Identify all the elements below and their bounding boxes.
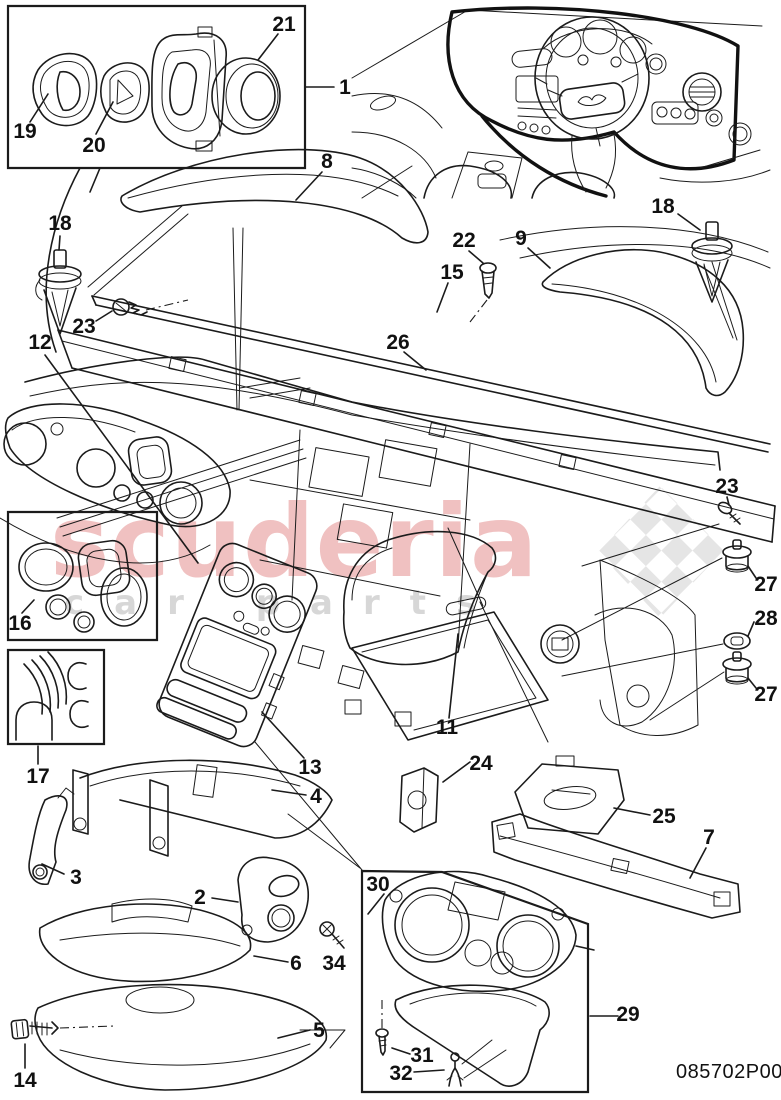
part-5-drawing — [35, 985, 345, 1090]
callout-part-12: 12 — [28, 331, 52, 354]
part-11-drawing — [344, 532, 496, 718]
callout-part-3: 3 — [70, 866, 82, 889]
callout-part-2: 2 — [194, 886, 206, 909]
watermark-brand-text: scuderia — [50, 483, 539, 600]
callout-part-5: 5 — [313, 1019, 325, 1042]
bolt-14-drawing — [11, 1019, 114, 1068]
screw-34-drawing — [320, 922, 344, 948]
callout-part-23: 23 — [72, 315, 96, 338]
part-12-dashboard-drawing — [0, 355, 720, 870]
part-13-drawing — [154, 539, 328, 758]
grommet-27-upper-drawing — [562, 540, 756, 640]
part-9-drawing — [528, 248, 743, 395]
diagram-code: 085702P0004 — [676, 1061, 781, 1083]
clip-18-right-drawing — [678, 214, 737, 340]
grommet-27-lower-drawing — [650, 652, 756, 720]
callout-part-20: 20 — [82, 134, 106, 157]
watermark-tagline-text: car parts — [64, 583, 507, 623]
callout-part-34: 34 — [322, 952, 346, 975]
screw-23-right-drawing — [582, 497, 740, 566]
callout-part-25: 25 — [652, 805, 676, 828]
callout-part-6: 6 — [290, 952, 302, 975]
callout-part-9: 9 — [515, 227, 527, 250]
callout-part-27: 27 — [754, 573, 778, 596]
part-2-drawing — [212, 857, 308, 942]
part-26-crossbeam-drawing — [58, 227, 775, 542]
part-16-box — [8, 512, 157, 640]
washer-28-drawing — [562, 622, 754, 676]
callout-part-22: 22 — [452, 229, 476, 252]
part-8-drawing — [121, 150, 428, 243]
callout-part-14: 14 — [13, 1069, 37, 1092]
callout-part-18: 18 — [48, 212, 72, 235]
watermark-flag-icon — [598, 486, 724, 618]
screw-23-left-drawing — [96, 299, 188, 321]
callout-part-15: 15 — [440, 261, 464, 284]
part-24-drawing — [400, 762, 470, 832]
screw-22-drawing — [469, 251, 496, 322]
callout-part-31: 31 — [410, 1044, 434, 1067]
callout-part-19: 19 — [13, 120, 37, 143]
part-25-drawing — [515, 756, 650, 834]
callout-part-17: 17 — [26, 765, 50, 788]
callout-part-23: 23 — [715, 475, 739, 498]
part-17-box — [8, 650, 104, 764]
callout-part-13: 13 — [298, 756, 322, 779]
part-15-strip-drawing — [92, 283, 770, 452]
callout-part-18: 18 — [651, 195, 675, 218]
clip-18-left-drawing — [36, 206, 188, 334]
part-19-20-21-box — [8, 6, 334, 352]
callout-part-1: 1 — [339, 76, 351, 99]
part-29-box — [362, 871, 618, 1092]
callout-part-27: 27 — [754, 683, 778, 706]
callout-part-30: 30 — [366, 873, 390, 896]
part-7-drawing — [492, 814, 740, 918]
callout-part-8: 8 — [321, 150, 333, 173]
callout-part-28: 28 — [754, 607, 778, 630]
callout-part-26: 26 — [386, 331, 410, 354]
part-3-drawing — [29, 788, 74, 884]
part-4-drawing — [73, 760, 360, 868]
callout-part-4: 4 — [310, 785, 322, 808]
callout-part-29: 29 — [616, 1003, 640, 1026]
callout-part-16: 16 — [8, 612, 32, 635]
callout-part-24: 24 — [469, 752, 493, 775]
callout-part-21: 21 — [272, 13, 296, 36]
part-6-drawing — [40, 899, 288, 981]
part-1-interior-vignette — [352, 8, 770, 198]
callout-part-32: 32 — [389, 1062, 413, 1085]
callout-part-11: 11 — [435, 716, 459, 739]
callout-part-7: 7 — [703, 826, 715, 849]
